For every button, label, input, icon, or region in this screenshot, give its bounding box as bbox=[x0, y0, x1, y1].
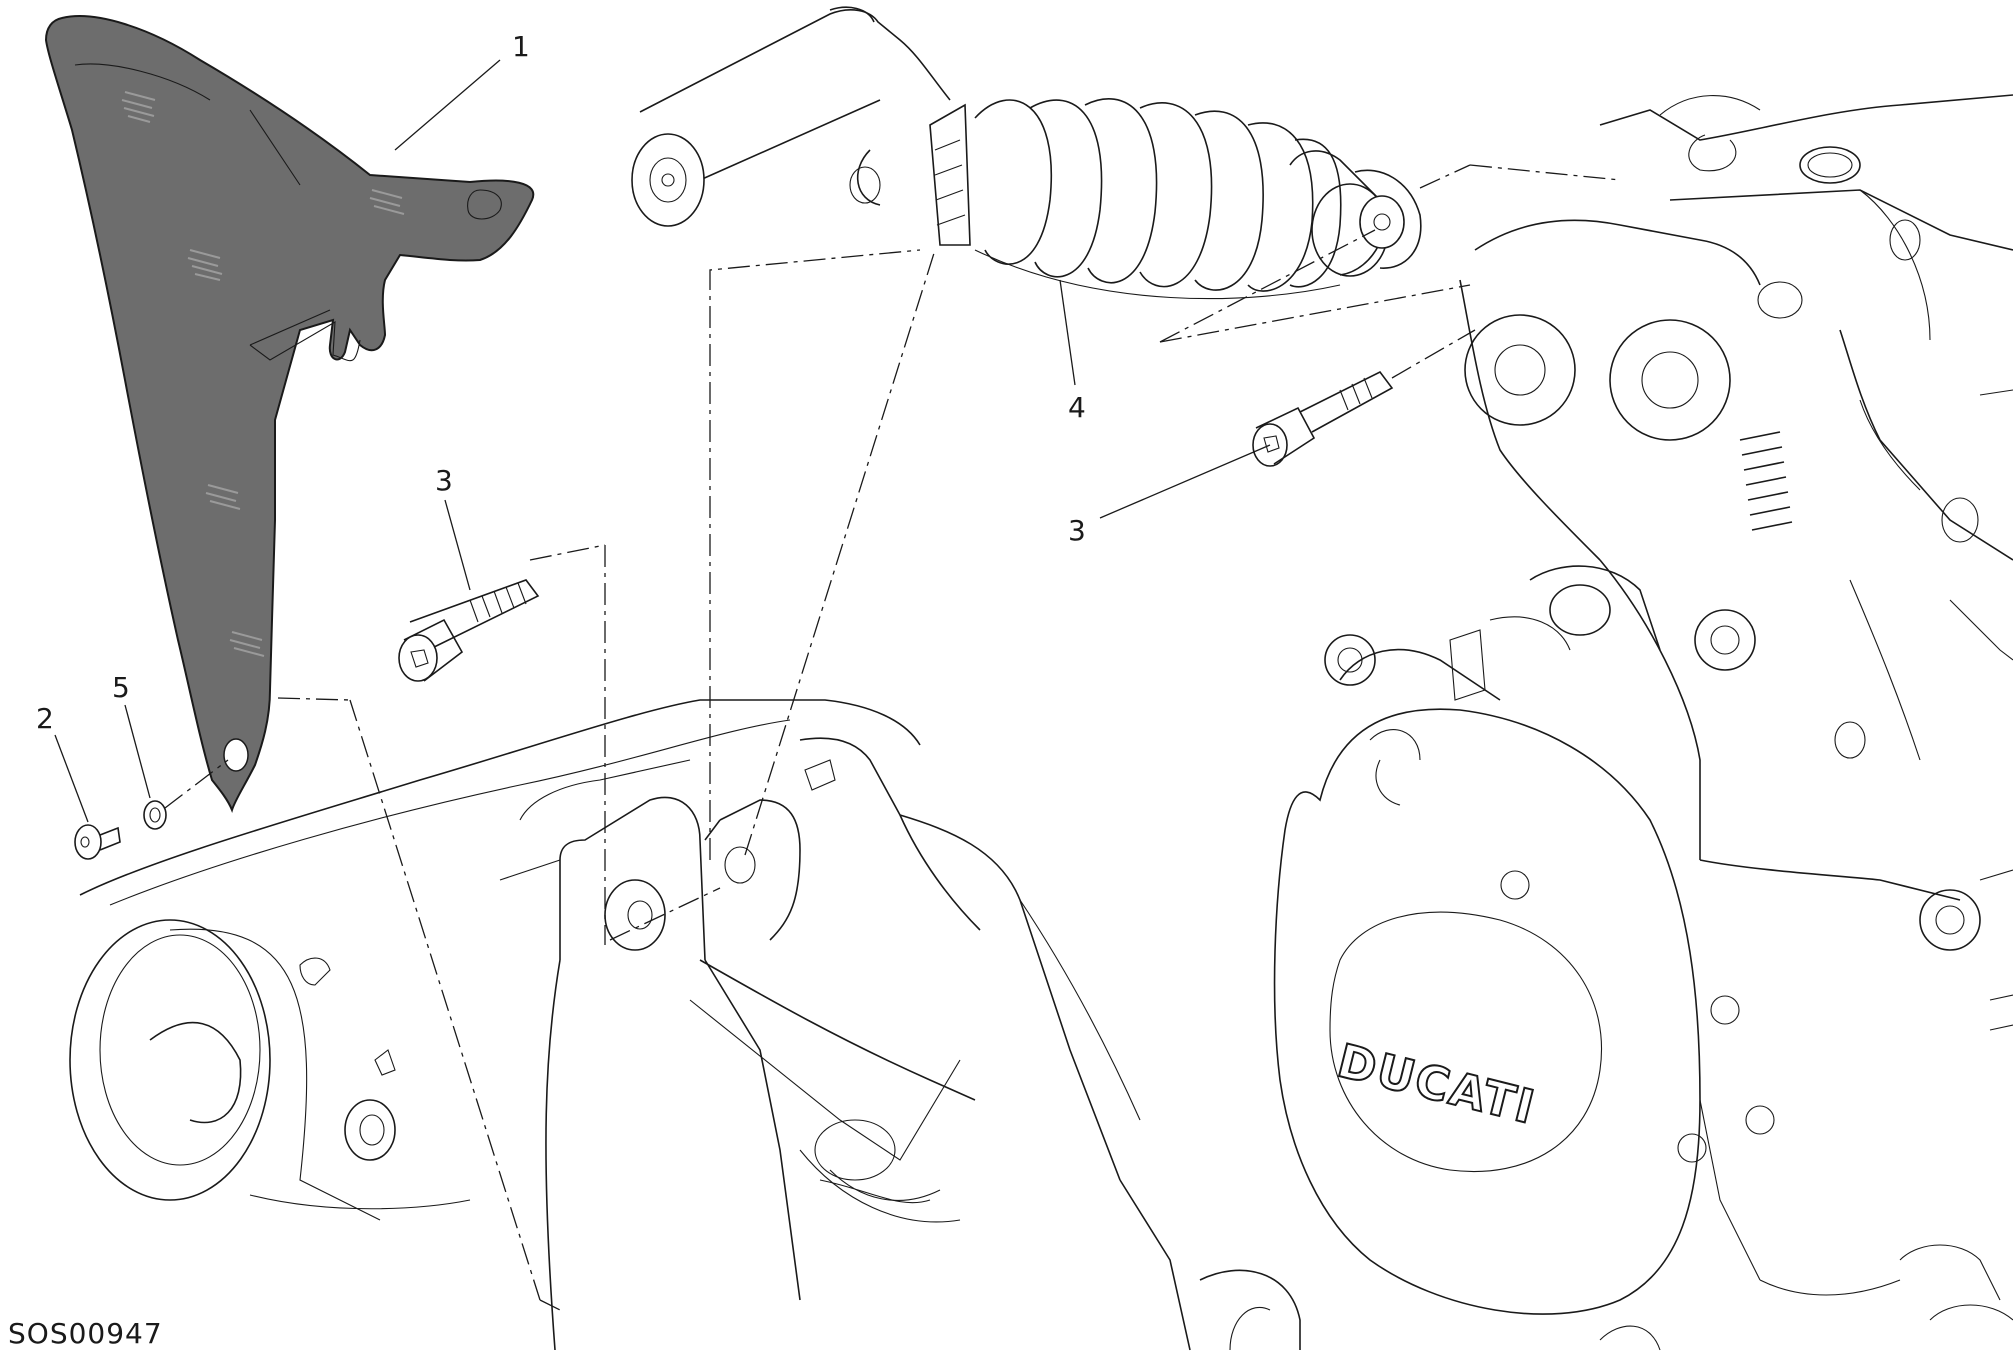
callout-2: 2 bbox=[36, 702, 54, 735]
ducati-logo-text: DUCATI bbox=[1332, 1033, 1541, 1134]
leader-line-4 bbox=[1059, 279, 1076, 386]
screw-part-2 bbox=[74, 824, 121, 860]
bolt-part-3-left bbox=[398, 579, 540, 682]
rear-hugger-part-1 bbox=[44, 15, 535, 814]
washer-part-5 bbox=[143, 800, 167, 830]
leader-line-3a bbox=[444, 499, 471, 591]
leader-line-2 bbox=[54, 734, 89, 823]
shock-absorber-part-4 bbox=[631, 6, 1422, 300]
callout-4: 4 bbox=[1068, 391, 1086, 424]
bolt-part-3-right bbox=[1252, 370, 1394, 467]
assembly-line-hugger bbox=[164, 759, 229, 809]
drawing-code: SOS00947 bbox=[8, 1317, 163, 1350]
callout-3-right: 3 bbox=[1068, 514, 1086, 547]
callout-5: 5 bbox=[112, 671, 130, 704]
swingarm bbox=[69, 699, 1301, 1351]
engine-block: DUCATI bbox=[1273, 94, 2013, 1351]
callout-1: 1 bbox=[512, 30, 530, 63]
callout-3-left: 3 bbox=[435, 464, 453, 497]
leader-line-1 bbox=[394, 59, 501, 151]
leader-line-5 bbox=[124, 704, 151, 799]
leader-line-3b bbox=[1099, 444, 1271, 519]
